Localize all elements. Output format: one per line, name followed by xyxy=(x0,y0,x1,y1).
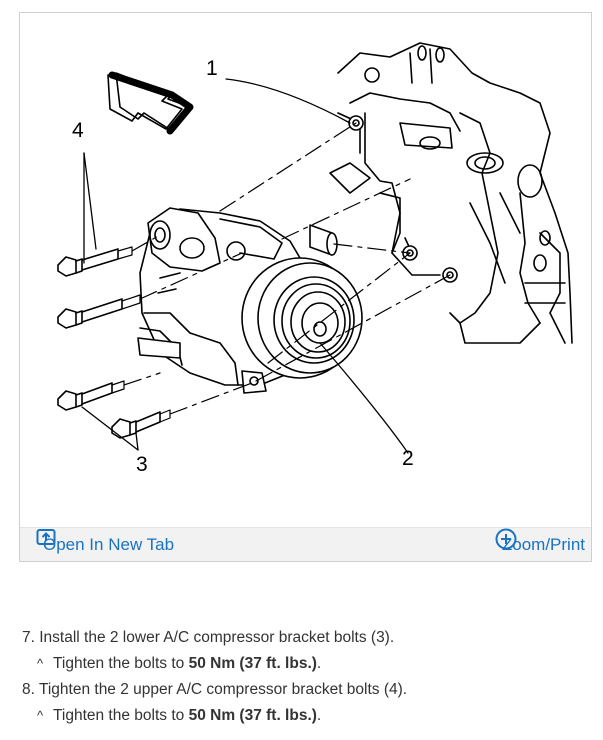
caret-icon: ^ xyxy=(37,656,44,671)
callout-3: 3 xyxy=(136,453,148,476)
step-8-substep: ^ Tighten the bolts to 50 Nm (37 ft. lbs.… xyxy=(22,703,592,729)
instructions: 7. Install the 2 lower A/C compressor br… xyxy=(22,625,592,729)
callout-1: 1 xyxy=(206,57,218,80)
caret-icon: ^ xyxy=(37,708,44,723)
figure-toolbar: Open In New Tab Zoom/Print xyxy=(20,527,591,561)
substep-text: Tighten the bolts to xyxy=(53,707,189,724)
step-7-substep: ^ Tighten the bolts to 50 Nm (37 ft. lbs.… xyxy=(22,651,592,677)
callout-4: 4 xyxy=(72,119,84,142)
torque-value: 50 Nm (37 ft. lbs.) xyxy=(188,655,317,672)
engine-bracket xyxy=(329,42,573,344)
substep-suffix: . xyxy=(316,655,322,672)
torque-value: 50 Nm (37 ft. lbs.) xyxy=(188,707,317,724)
step-8: 8. Tighten the 2 upper A/C compressor br… xyxy=(22,681,408,698)
zoom-print-label: Zoom/Print xyxy=(501,534,585,554)
ac-compressor xyxy=(137,207,363,394)
substep-text: Tighten the bolts to xyxy=(53,655,189,672)
lower-bolts xyxy=(57,380,171,439)
alignment-lines xyxy=(123,122,451,415)
callout-2: 2 xyxy=(402,447,414,470)
substep-suffix: . xyxy=(316,707,322,724)
upper-bolts xyxy=(57,246,141,329)
open-in-new-tab-button[interactable]: Open In New Tab xyxy=(36,528,174,561)
compressor-diagram: 1 4 3 2 xyxy=(57,42,573,476)
zoom-print-button[interactable]: Zoom/Print xyxy=(495,528,585,561)
figure-card: 1 4 3 2 Open In New Tab Zoom/Print xyxy=(19,12,592,562)
step-7: 7. Install the 2 lower A/C compressor br… xyxy=(22,629,395,646)
leader-lines xyxy=(81,78,409,454)
direction-arrow xyxy=(107,71,194,135)
open-in-new-tab-label: Open In New Tab xyxy=(43,534,175,554)
spacer-bushing xyxy=(309,224,338,256)
